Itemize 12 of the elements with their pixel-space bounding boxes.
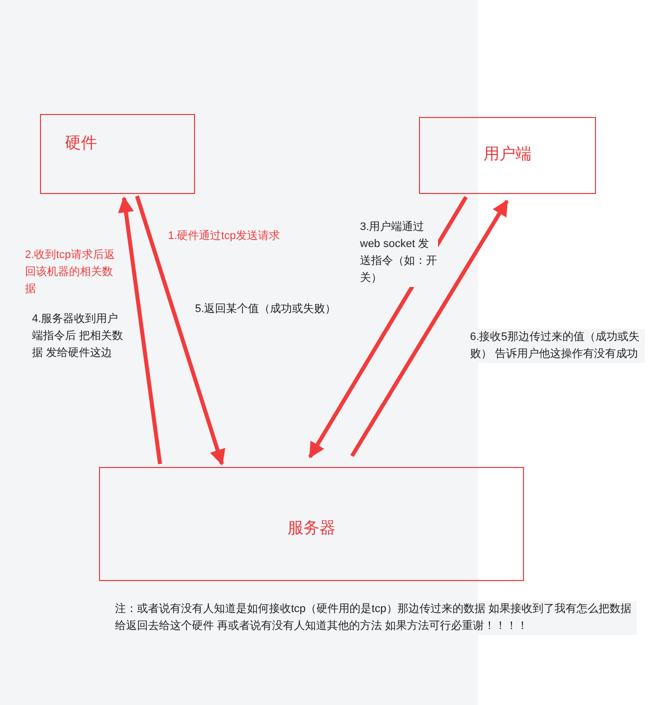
process-box bbox=[40, 114, 195, 194]
arrow bbox=[135, 195, 226, 466]
node-label: 硬件 bbox=[65, 134, 97, 154]
node-label: 用户端 bbox=[482, 144, 532, 165]
arrow bbox=[118, 196, 162, 464]
process-box bbox=[419, 117, 596, 194]
process-box bbox=[99, 467, 524, 581]
edge-label: 6.接收5那边传过来的值（成功或失败） 告诉用户他这操作有没有成功 bbox=[470, 329, 645, 363]
node-label: 服务器 bbox=[286, 519, 336, 539]
edge-label: 3.用户端通过web socket 发送指令（如：开关） bbox=[360, 219, 438, 287]
note-text: 注：或者说有没有人知道是如何接收tcp（硬件用的是tcp）那边传过来的数据 如果接收到了我有怎么把数据给返回去给这个硬件 再或者说有没有人知道其他的方法 如果方法可行必重谢！！！！ bbox=[115, 601, 637, 635]
arrow bbox=[350, 200, 509, 458]
